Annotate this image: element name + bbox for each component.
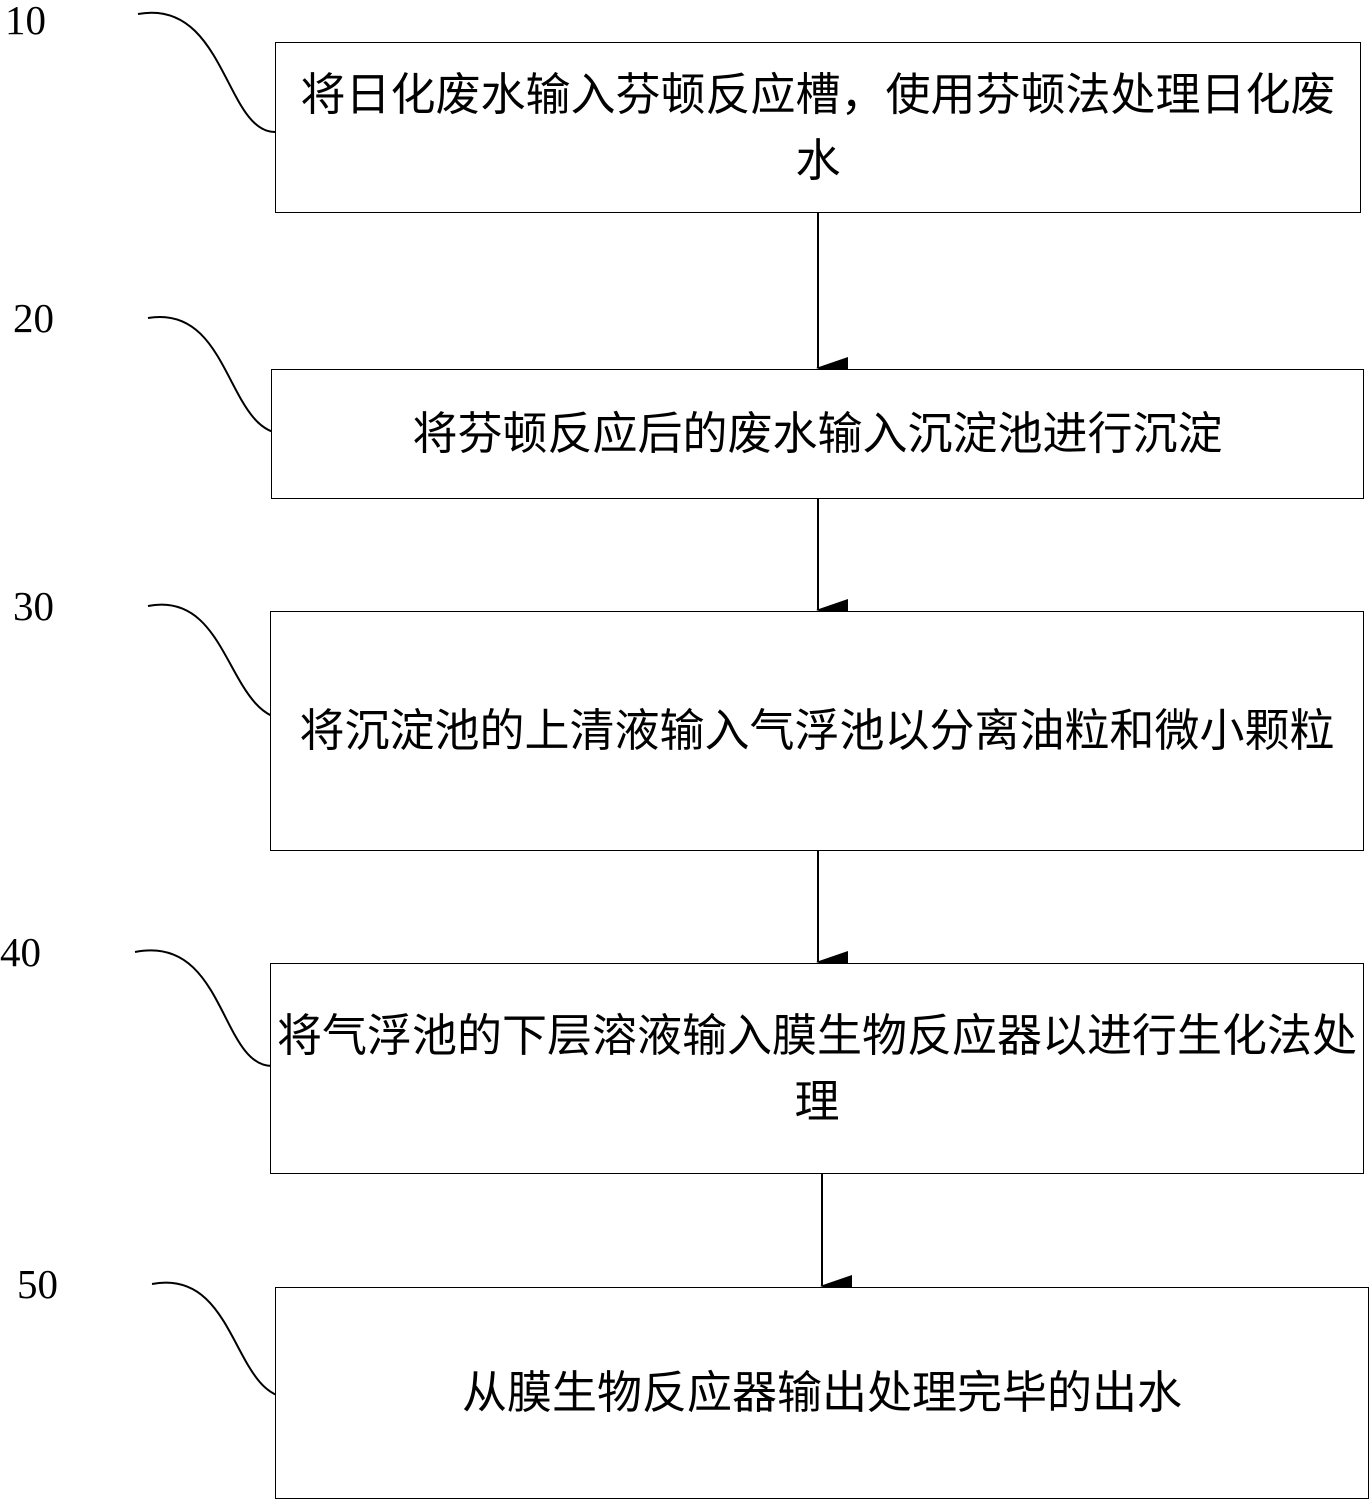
leader-curve-10 [137,11,276,133]
step-number-50: 50 [17,1261,58,1307]
step-number-20: 20 [13,295,54,341]
step-text-40: 将气浮池的下层溶液输入膜生物反应器以进行生化法处理 [277,1008,1358,1128]
leader-curve-50 [151,1281,292,1399]
step-text-20: 将芬顿反应后的废水输入沉淀池进行沉淀 [412,407,1223,460]
step-number-40: 40 [0,929,41,975]
step-text-30: 将沉淀池的上清液输入气浮池以分离油粒和微小颗粒 [299,704,1335,757]
step-text-10: 将日化废水输入芬顿反应槽，使用芬顿法处理日化废水 [300,67,1336,187]
step-number-10: 10 [5,0,46,43]
step-box-40: 将气浮池的下层溶液输入膜生物反应器以进行生化法处理 [270,963,1364,1174]
leader-curve-30 [147,603,291,721]
leader-curve-40 [134,949,273,1067]
step-text-50: 从膜生物反应器输出处理完毕的出水 [461,1366,1182,1419]
step-box-20: 将芬顿反应后的废水输入沉淀池进行沉淀 [271,369,1364,499]
step-number-30: 30 [13,583,54,629]
step-box-30: 将沉淀池的上清液输入气浮池以分离油粒和微小颗粒 [270,611,1364,851]
step-box-50: 从膜生物反应器输出处理完毕的出水 [275,1287,1369,1499]
step-box-10: 将日化废水输入芬顿反应槽，使用芬顿法处理日化废水 [275,42,1361,213]
leader-curve-20 [147,315,286,435]
